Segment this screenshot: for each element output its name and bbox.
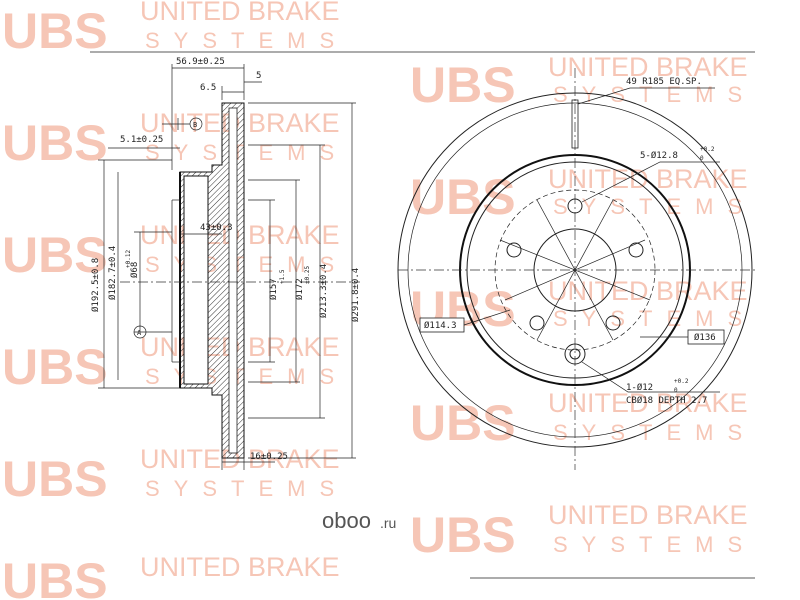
- label-slots: 49 R185 EQ.SP.: [626, 77, 702, 87]
- watermark-line1: UNITED BRAKE: [548, 164, 748, 194]
- watermark-line1: UNITED BRAKE: [548, 276, 748, 306]
- dim-hat-offset: 5.1±0.25: [120, 135, 163, 145]
- vent-slot: [571, 99, 579, 149]
- dim-d192: Ø192.5±0.8: [90, 258, 101, 312]
- watermark-logo: UBS: [410, 169, 516, 225]
- vent-channel: [228, 107, 238, 454]
- site-logo-brand: oboo: [322, 508, 371, 533]
- label-bolt-holes: 5-Ø12.8: [640, 150, 678, 161]
- dim-right: 5: [256, 71, 261, 81]
- watermark-logo: UBS: [2, 115, 108, 171]
- dim-overall-width: 56.9±0.25: [176, 57, 225, 67]
- datum-b-label: B: [193, 121, 197, 129]
- datum-a-marker: [133, 325, 147, 339]
- dim-d291: Ø291.8±0.4: [350, 268, 361, 322]
- watermark-block: UBS UNITED BRAKE SYSTEMS: [410, 164, 756, 225]
- watermark-logo: UBS: [2, 227, 108, 283]
- watermark-line2: SYSTEMS: [553, 532, 756, 557]
- watermark-line2: SYSTEMS: [145, 476, 348, 501]
- label-bolt-holes-tol-top: +0.2: [700, 146, 715, 153]
- leader-slots: [577, 87, 715, 105]
- watermark-line1: UNITED BRAKE: [548, 500, 748, 530]
- watermark-line1: UNITED BRAKE: [140, 552, 340, 582]
- watermark-line2: SYSTEMS: [145, 140, 348, 165]
- dim-d157-tol: +1.5: [279, 269, 286, 284]
- watermark-logo: UBS: [2, 451, 108, 507]
- watermark-logo: UBS: [410, 395, 516, 451]
- leader-bolt-holes: [581, 161, 720, 203]
- watermark-block: UBS UNITED BRAKE SYSTEMS: [2, 108, 348, 171]
- dim-d213: Ø213.3±0.4: [318, 264, 329, 318]
- watermark-block: UBS UNITED BRAKE SYSTEMS: [410, 388, 756, 451]
- watermark-logo: UBS: [410, 507, 516, 563]
- watermark-block: UBS UNITED BRAKE SYSTEMS: [2, 0, 348, 59]
- watermark-line1: UNITED BRAKE: [548, 388, 748, 418]
- watermark-line2: SYSTEMS: [553, 420, 756, 445]
- watermark-logo: UBS: [410, 57, 516, 113]
- dim-hat-depth: 43±0.3: [200, 223, 233, 233]
- label-single-hole-tol-top: +0.2: [674, 378, 689, 385]
- single-hole: [569, 348, 581, 360]
- watermark-block: UBS UNITED BRAKE SYSTEMS: [410, 500, 756, 563]
- counterbore-hole: [564, 343, 586, 365]
- watermark-line2: SYSTEMS: [145, 364, 348, 389]
- bolt-hole: [628, 242, 644, 258]
- bolt-hole: [567, 198, 583, 214]
- bolt-holes: [506, 198, 644, 331]
- leader-pcd-114: [463, 309, 511, 326]
- dim-d172: Ø172: [294, 278, 305, 300]
- watermark-line1: UNITED BRAKE: [140, 0, 340, 26]
- label-single-hole-tol-bot: 0: [674, 387, 678, 394]
- datum-b-marker: [189, 117, 203, 131]
- front-view: 49 R185 EQ.SP. 5-Ø12.8 +0.2 0 Ø114.3 Ø13…: [397, 68, 755, 470]
- label-single-hole: 1-Ø12: [626, 382, 653, 393]
- site-logo: oboo .ru: [322, 508, 396, 533]
- bolt-hole: [605, 315, 621, 331]
- watermark-block: UBS UNITED BRAKE: [2, 552, 340, 600]
- leader-single-hole: [581, 361, 720, 393]
- watermark-logo: UBS: [2, 3, 108, 59]
- datum-a-label: A: [137, 329, 142, 337]
- watermark-line2: SYSTEMS: [145, 252, 348, 277]
- dim-flange: 6.5: [200, 83, 216, 93]
- label-counterbore: CBØ18 DEPTH 2.7: [626, 395, 707, 406]
- dim-d68-tol: +0.12: [125, 250, 132, 268]
- dim-d172-tol: ±0.25: [304, 266, 311, 284]
- watermark-logo: UBS: [2, 553, 108, 600]
- watermark-line2: SYSTEMS: [145, 28, 348, 53]
- label-pcd-136: Ø136: [694, 332, 716, 343]
- watermark-line2: SYSTEMS: [553, 82, 756, 107]
- dim-d182: Ø182.7±0.4: [107, 246, 118, 300]
- watermark-line1: UNITED BRAKE: [548, 52, 748, 82]
- dim-d157: Ø157: [268, 278, 279, 300]
- bolt-hole: [506, 242, 522, 258]
- dim-d68: Ø68: [129, 262, 140, 278]
- label-bolt-holes-tol-bot: 0: [700, 155, 704, 162]
- radial-line: [536, 199, 614, 341]
- watermark-line2: SYSTEMS: [553, 194, 756, 219]
- dim-thickness: 16±0.25: [250, 452, 288, 462]
- label-pcd-114: Ø114.3: [424, 320, 457, 331]
- hat-hollow: [183, 175, 209, 385]
- bolt-hole: [529, 315, 545, 331]
- watermark-block: UBS UNITED BRAKE SYSTEMS: [2, 444, 348, 507]
- watermark-logo: UBS: [2, 339, 108, 395]
- side-view: 56.9±0.25 5 6.5 B 5.1±0.25 43±0.3 Ø192.5…: [90, 57, 361, 470]
- watermark-block: UBS UNITED BRAKE SYSTEMS: [410, 52, 756, 113]
- site-logo-domain: .ru: [380, 515, 396, 531]
